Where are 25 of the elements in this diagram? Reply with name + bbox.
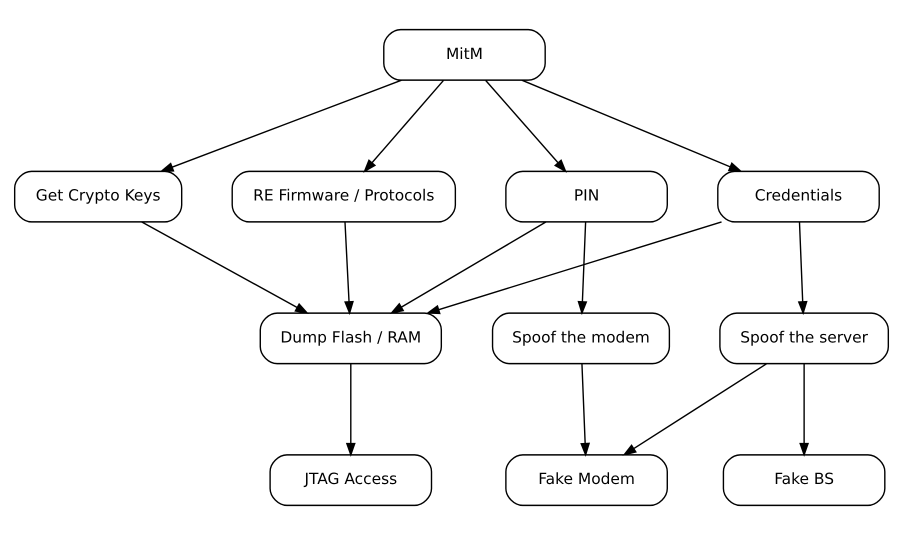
node-box: Credentials bbox=[716, 170, 880, 223]
node-box: Fake Modem bbox=[504, 454, 668, 506]
arrow bbox=[425, 221, 722, 314]
node-box: Spoof the server bbox=[718, 312, 889, 364]
arrow bbox=[362, 80, 444, 173]
arrow bbox=[345, 364, 356, 457]
node-box: Get Crypto Keys bbox=[13, 170, 182, 223]
arrow bbox=[484, 80, 566, 173]
arrow bbox=[159, 80, 402, 172]
arrow bbox=[797, 222, 808, 316]
arrow bbox=[577, 222, 587, 316]
arrow bbox=[344, 222, 354, 316]
arrow bbox=[140, 221, 308, 314]
node-box: JTAG Access bbox=[268, 454, 432, 506]
arrow bbox=[622, 363, 767, 456]
arrow bbox=[521, 80, 742, 172]
node-box: Dump Flash / RAM bbox=[259, 312, 442, 364]
node-box: Fake BS bbox=[722, 454, 886, 506]
node-box: Spoof the modem bbox=[491, 312, 670, 364]
node-box: MitM bbox=[382, 28, 546, 81]
node-box: RE Firmware / Protocols bbox=[231, 170, 456, 223]
arrow bbox=[389, 221, 546, 314]
node-box: PIN bbox=[504, 170, 668, 223]
arrow bbox=[798, 364, 809, 457]
arrow bbox=[580, 364, 590, 457]
